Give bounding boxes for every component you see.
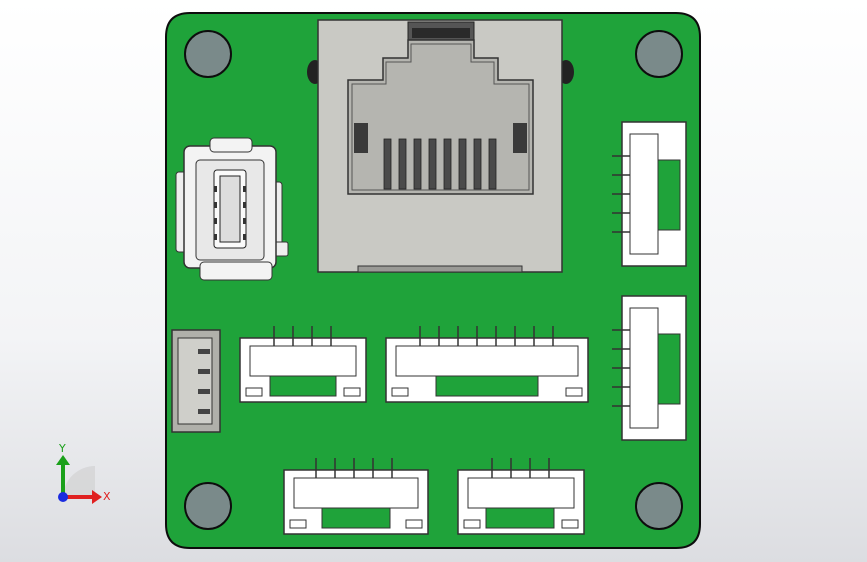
- usb-a-port[interactable]: [175, 137, 289, 281]
- mounting-hole-tl: [184, 30, 232, 78]
- mounting-hole-bl: [184, 482, 232, 530]
- axis-triad: Y X: [56, 442, 111, 504]
- pcb-board: [165, 12, 701, 549]
- rj45-contacts: [383, 138, 497, 190]
- header-5pin-bottom[interactable]: [283, 458, 429, 535]
- rj45-jack[interactable]: [307, 19, 574, 273]
- header-8pin-center[interactable]: [385, 326, 589, 403]
- side-connector-4pin[interactable]: [171, 329, 221, 433]
- y-axis-arrow: [56, 455, 70, 465]
- mounting-holes: [184, 30, 683, 530]
- mounting-hole-tr: [635, 30, 683, 78]
- x-axis-label: X: [103, 490, 111, 503]
- header-4pin-center[interactable]: [239, 326, 367, 403]
- z-axis-dot: [58, 492, 68, 502]
- mounting-hole-br: [635, 482, 683, 530]
- header-right-mid[interactable]: [612, 295, 687, 441]
- x-axis-arrow: [92, 490, 102, 504]
- header-right-top[interactable]: [612, 121, 687, 267]
- header-4pin-bottom[interactable]: [457, 458, 585, 535]
- y-axis-label: Y: [58, 442, 66, 455]
